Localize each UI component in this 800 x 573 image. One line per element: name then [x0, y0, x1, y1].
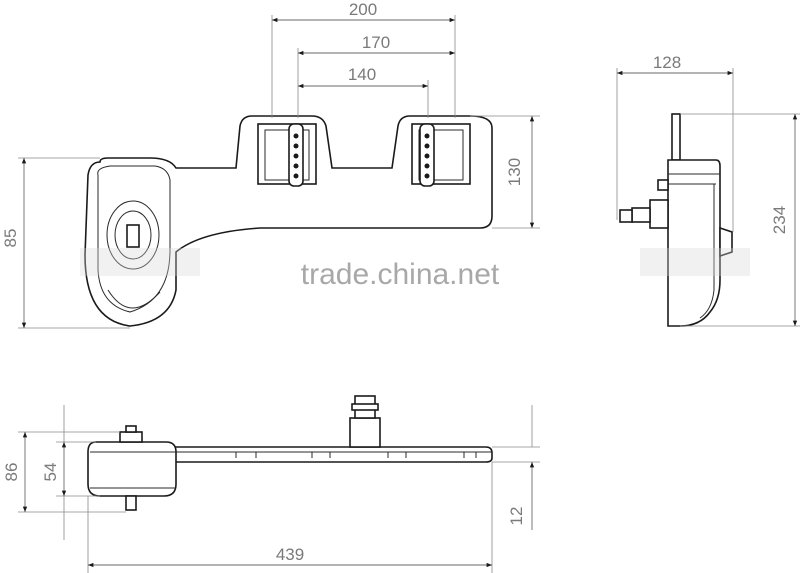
dim-label-170: 170: [362, 33, 390, 52]
dim-label-130: 130: [505, 158, 524, 186]
dim-label-12: 12: [507, 507, 526, 526]
dim-label-128: 128: [653, 53, 681, 72]
watermark: trade.china.net: [80, 248, 750, 291]
top-view-body-outline: [84, 115, 493, 327]
top-view-knob-ring-inner: [114, 210, 152, 260]
hinge-bracket-right: [411, 123, 471, 187]
dim-label-54: 54: [41, 463, 60, 482]
side-view-stem: [631, 207, 651, 223]
dim-label-200: 200: [349, 0, 377, 19]
hinge-bracket-left: [257, 123, 317, 187]
side-view-post: [671, 113, 681, 161]
side-view-body-outline: [667, 159, 721, 327]
dim-label-234: 234: [770, 206, 789, 234]
bottom-view-post-base: [349, 417, 381, 448]
bottom-view-end-cap: [87, 441, 177, 497]
watermark-text: trade.china.net: [301, 258, 500, 291]
dim-label-439: 439: [276, 545, 304, 564]
bottom-view-plate: [171, 446, 493, 463]
dim-label-140: 140: [348, 65, 376, 84]
side-view: 128 234: [616, 53, 800, 327]
top-view-lower-curve: [107, 289, 161, 309]
top-view-end-cap-inner: [97, 165, 171, 313]
bottom-view: 86 54 12 439: [2, 395, 540, 573]
top-view-knob-ring: [106, 200, 160, 270]
bottom-view-knob-top: [119, 431, 143, 443]
dim-label-86: 86: [2, 463, 21, 482]
side-view-knob: [649, 199, 669, 229]
dim-label-85: 85: [1, 229, 20, 248]
side-view-tab: [719, 226, 733, 258]
top-view: 200 170 140 130 85: [1, 0, 540, 329]
bottom-view-knob-bottom: [125, 495, 137, 511]
top-view-knob-stem: [126, 224, 140, 248]
